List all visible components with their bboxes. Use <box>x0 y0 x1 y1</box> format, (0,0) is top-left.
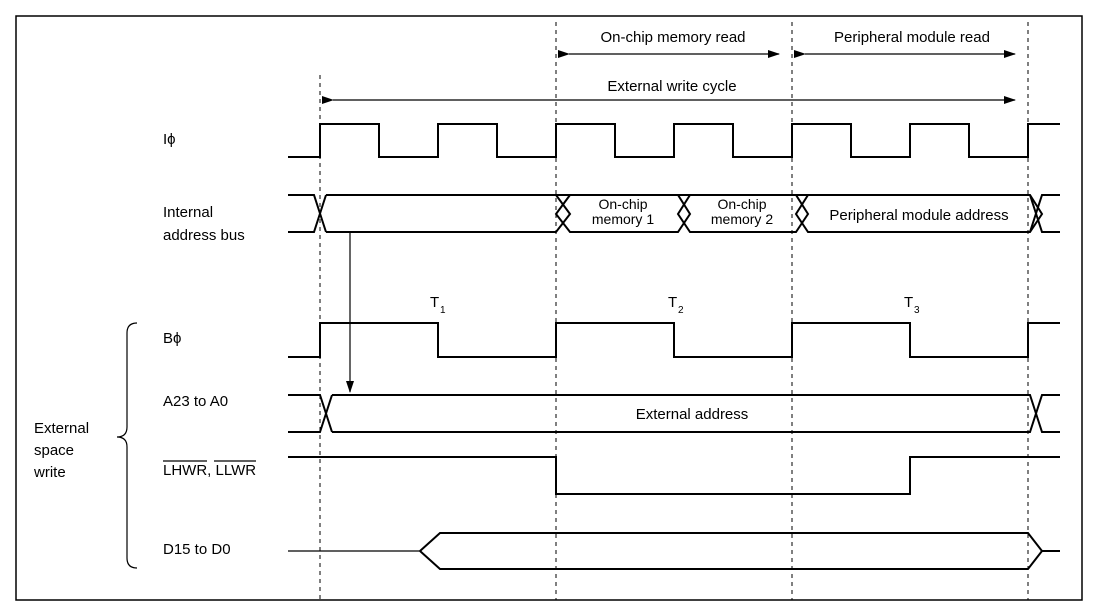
t2-sub: 2 <box>678 305 684 316</box>
t3-sub: 3 <box>914 305 920 316</box>
internal-bus-label-line2: address bus <box>163 227 245 244</box>
onchip-read-label: On-chip memory read <box>600 29 745 46</box>
internal-bus-right-x2 <box>1029 194 1060 233</box>
i-clock-phi: ϕ <box>167 131 175 148</box>
write-strobe-label: LHWR, LLWR <box>163 462 256 479</box>
group-label-line1: External <box>34 420 89 437</box>
t3-label: T <box>904 294 913 311</box>
onchip1-label-line1: On-chip <box>598 196 647 212</box>
peripheral-read-label: Peripheral module read <box>834 29 990 46</box>
external-write-cycle-label: External write cycle <box>607 78 736 95</box>
i-clock-label: Iϕ <box>163 131 176 148</box>
group-label-line2: space <box>34 442 74 459</box>
t1-label: T <box>430 294 439 311</box>
data-bus-waveform <box>419 532 1060 570</box>
i-clock-waveform <box>288 123 1060 158</box>
t2-label: T <box>668 294 677 311</box>
internal-bus-bottom-left <box>288 194 327 233</box>
onchip1-label-line2: memory 1 <box>592 211 654 227</box>
b-clock-waveform <box>288 322 1060 358</box>
external-address-label: External address <box>636 406 749 423</box>
b-clock-phi: ϕ <box>173 330 181 347</box>
data-bus-label: D15 to D0 <box>163 541 231 558</box>
onchip2-label-line2: memory 2 <box>711 211 773 227</box>
address-bus-body-bottom <box>332 394 1060 433</box>
b-clock-label: Bϕ <box>163 330 181 347</box>
internal-bus-top-1 <box>326 194 572 233</box>
diagram-frame <box>15 15 1083 601</box>
peripheral-address-label: Peripheral module address <box>829 207 1008 224</box>
group-label-line3: write <box>33 464 66 481</box>
b-clock-letter: B <box>163 330 173 347</box>
t1-sub: 1 <box>440 305 446 316</box>
group-brace <box>116 322 138 569</box>
write-strobe-waveform <box>288 456 1060 495</box>
address-bus-label: A23 to A0 <box>163 393 228 410</box>
address-bus-left-x2 <box>288 394 333 433</box>
internal-bus-right-x <box>1029 194 1060 233</box>
i-clock-letter: I <box>163 131 167 148</box>
internal-bus-top-left <box>288 194 327 233</box>
onchip2-label-line1: On-chip <box>717 196 766 212</box>
address-bus-left-x1 <box>288 394 333 433</box>
internal-bus-label-line1: Internal <box>163 204 213 221</box>
